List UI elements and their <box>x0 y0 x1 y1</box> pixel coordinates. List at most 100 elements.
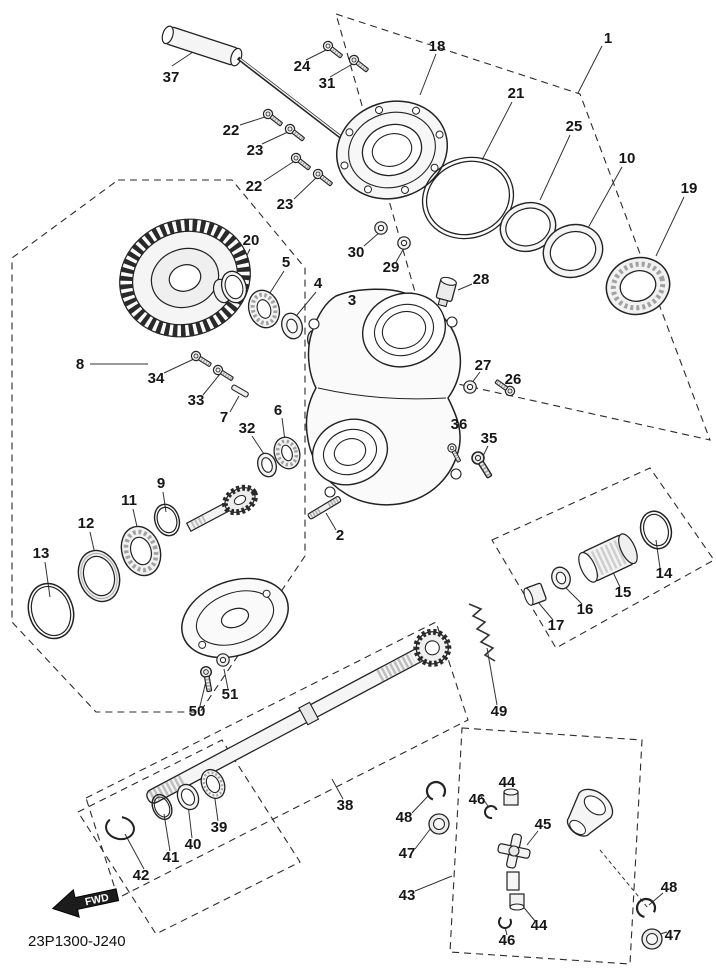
callout-17: 17 <box>548 617 565 634</box>
roller-bearing <box>247 289 281 329</box>
callout-48b: 48 <box>661 879 678 896</box>
splined-coupling <box>578 533 638 583</box>
screw-part <box>187 347 215 371</box>
ring-gear <box>119 218 251 338</box>
callout-51: 51 <box>222 686 239 703</box>
compression-spring <box>468 603 496 662</box>
callout-31: 31 <box>319 75 336 92</box>
snap-ring <box>105 815 135 841</box>
breather-plug <box>435 276 457 308</box>
callout-13: 13 <box>33 545 50 562</box>
callout-20: 20 <box>243 232 260 249</box>
boundary-coupling-group <box>491 467 715 649</box>
callout-9: 9 <box>157 475 165 492</box>
callout-27: 27 <box>475 357 492 374</box>
screw-part <box>259 105 287 131</box>
bearing-cup <box>509 893 525 911</box>
callout-23a: 23 <box>247 142 264 159</box>
roller-bearing <box>273 436 301 470</box>
universal-joint-group <box>425 780 663 950</box>
ball-bearing <box>120 525 162 577</box>
callout-5: 5 <box>282 254 290 271</box>
washer-part <box>216 653 230 667</box>
drive-pinion-gear <box>185 484 259 533</box>
washer-part <box>463 380 477 394</box>
parts-artwork <box>27 25 673 950</box>
callout-41: 41 <box>163 849 180 866</box>
fwd-arrow: FWD <box>51 888 120 918</box>
bearing-cup <box>503 788 519 806</box>
boundary-cover-seal-group <box>335 13 711 441</box>
callout-46b: 46 <box>499 932 516 949</box>
callout-36: 36 <box>451 416 468 433</box>
spider-cross <box>497 833 531 869</box>
callout-42: 42 <box>133 867 150 884</box>
part-callouts: 37 24 31 18 1 22 23 22 23 21 25 10 19 30… <box>33 30 698 949</box>
gear-case-housing <box>305 288 462 506</box>
callout-47b: 47 <box>665 927 682 944</box>
boundary-ujoint-group <box>449 727 643 965</box>
oil-seal <box>77 549 121 603</box>
collar-part <box>161 25 243 67</box>
callout-1: 1 <box>604 30 612 47</box>
lock-nut <box>523 582 547 606</box>
boundary-ring-group <box>77 739 301 935</box>
callout-39: 39 <box>211 819 228 836</box>
callout-29: 29 <box>383 259 400 276</box>
circlip <box>484 805 498 819</box>
snap-ring <box>425 780 447 802</box>
callout-35: 35 <box>481 430 498 447</box>
callout-50: 50 <box>189 703 206 720</box>
assembly-boundaries <box>11 13 715 965</box>
washer-part <box>374 221 388 235</box>
spacer-ring <box>542 223 604 279</box>
shim-ring <box>151 793 173 821</box>
stud-bolt <box>307 496 342 520</box>
dowel-pin <box>231 384 249 398</box>
callout-34: 34 <box>148 370 165 387</box>
screw-part <box>319 37 347 63</box>
collar-spacer <box>257 452 277 478</box>
joint-yoke <box>566 788 614 837</box>
callout-8: 8 <box>76 356 84 373</box>
collar-spacer <box>281 312 303 340</box>
splined-collar <box>200 768 226 800</box>
callout-47a: 47 <box>399 845 416 862</box>
fwd-label: FWD <box>84 891 110 908</box>
callout-15: 15 <box>615 584 632 601</box>
callout-22b: 22 <box>246 178 263 195</box>
shim-ring <box>153 503 181 537</box>
washer-ring <box>176 783 200 811</box>
washer-part <box>397 236 411 250</box>
callout-12: 12 <box>78 515 95 532</box>
seal-ring <box>499 201 557 253</box>
oring <box>27 582 75 640</box>
callout-43: 43 <box>399 887 416 904</box>
callout-10: 10 <box>619 150 636 167</box>
screw-part <box>287 149 315 175</box>
joint-link <box>506 871 520 891</box>
callout-40: 40 <box>185 836 202 853</box>
washer-part <box>551 566 571 590</box>
callout-32: 32 <box>239 420 256 437</box>
callout-7: 7 <box>220 409 228 426</box>
callout-6: 6 <box>274 402 282 419</box>
callout-24: 24 <box>294 58 311 75</box>
diagram-code: 23P1300-J240 <box>28 933 126 950</box>
callout-38: 38 <box>337 797 354 814</box>
callout-49: 49 <box>491 703 508 720</box>
ball-bearing <box>605 256 671 316</box>
callout-3: 3 <box>348 292 356 309</box>
callout-25: 25 <box>566 118 583 135</box>
callout-18: 18 <box>429 38 446 55</box>
drain-plug <box>200 666 215 692</box>
callout-28: 28 <box>473 271 490 288</box>
callout-45: 45 <box>535 816 552 833</box>
callout-26: 26 <box>505 371 522 388</box>
callout-30: 30 <box>348 244 365 261</box>
callout-23b: 23 <box>277 196 294 213</box>
bearing-housing-cover <box>181 577 289 659</box>
callout-46a: 46 <box>469 791 486 808</box>
screw-part <box>345 51 373 77</box>
